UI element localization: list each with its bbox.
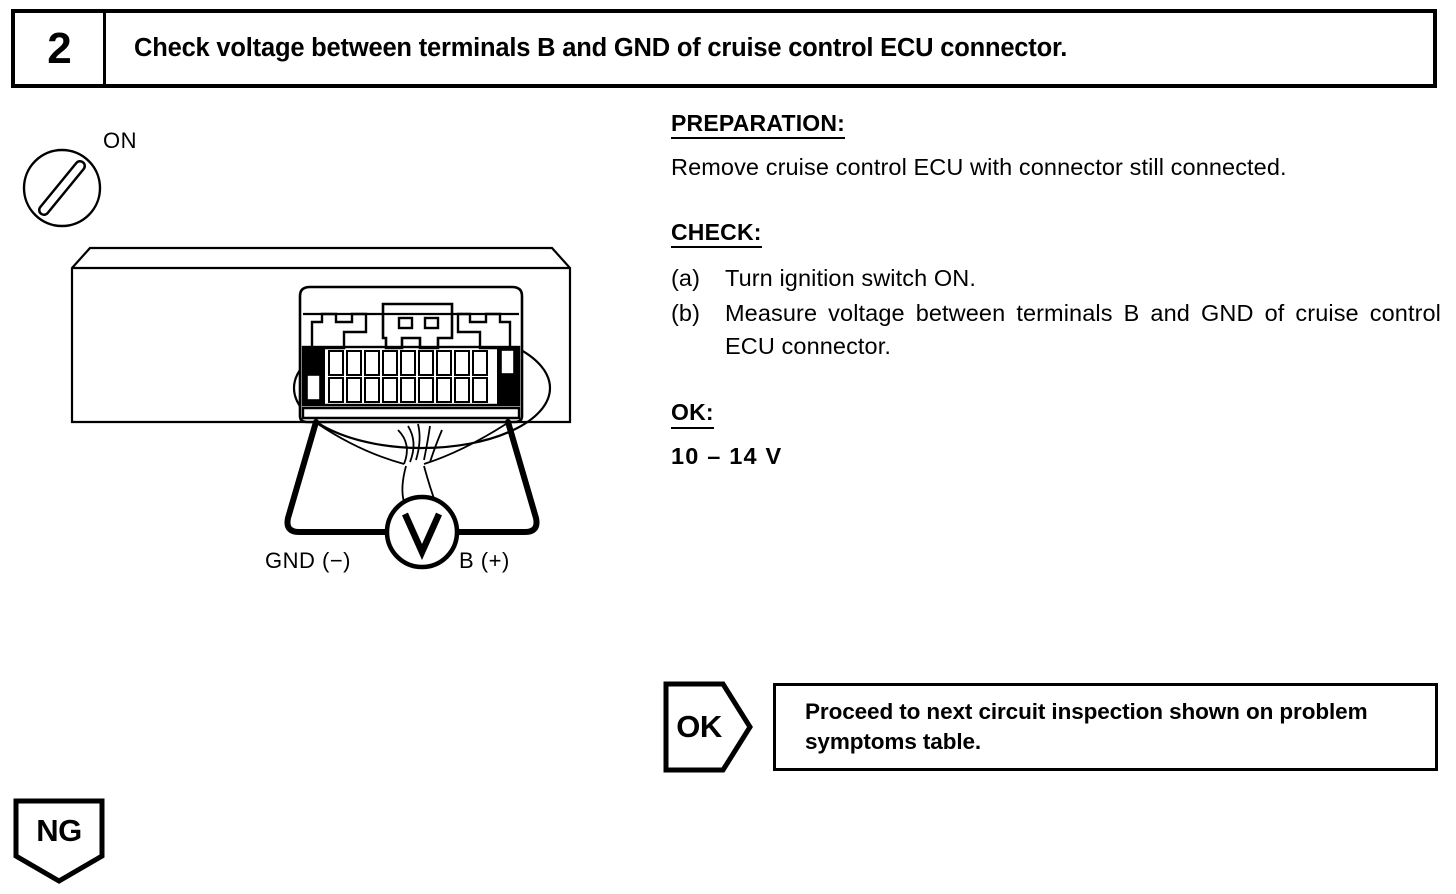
ng-badge-label: NG — [36, 813, 82, 848]
ecu-body-outline — [70, 246, 572, 424]
preparation-section: PREPARATION: Remove cruise control ECU w… — [671, 110, 1441, 185]
ng-badge[interactable]: NG — [13, 798, 105, 884]
test-leads — [284, 419, 540, 535]
ok-result-text: Proceed to next circuit inspection shown… — [805, 699, 1368, 754]
illustration-svg — [22, 148, 572, 570]
check-item-b-text: Measure voltage between terminals B and … — [725, 299, 1441, 359]
step-number: 2 — [47, 23, 72, 73]
ecu-connector-illustration: ON GND (−) B (+) — [0, 100, 660, 600]
ecu-connector — [298, 285, 524, 424]
positive-probe-label: B (+) — [459, 548, 510, 573]
voltmeter-symbol — [384, 494, 460, 570]
ok-spec-section: OK: 10 – 14 V — [671, 399, 1441, 469]
negative-probe-label: GND (−) — [265, 548, 351, 573]
preparation-heading: PREPARATION: — [671, 110, 846, 140]
preparation-heading-wrap: PREPARATION: — [671, 110, 1441, 140]
ignition-switch-state-label: ON — [103, 128, 137, 153]
check-heading-wrap: CHECK: — [671, 219, 1441, 249]
ok-spec-value: 10 – 14 V — [671, 442, 783, 469]
check-item-b-marker: (b) — [671, 299, 701, 326]
check-item-a: (a) Turn ignition switch ON. — [671, 262, 1441, 295]
ok-badge-label: OK — [676, 709, 722, 744]
ok-spec-heading-wrap: OK: — [671, 399, 1441, 429]
ok-badge[interactable]: OK — [663, 681, 753, 773]
step-header-box: 2 Check voltage between terminals B and … — [11, 9, 1437, 88]
step-number-cell: 2 — [15, 13, 106, 84]
check-item-b: (b) Measure voltage between terminals B … — [671, 297, 1441, 364]
step-title: Check voltage between terminals B and GN… — [134, 34, 1068, 63]
step-title-cell: Check voltage between terminals B and GN… — [106, 13, 1433, 84]
preparation-text: Remove cruise control ECU with connector… — [671, 154, 1287, 181]
check-item-a-marker: (a) — [671, 265, 701, 292]
ok-result-textbox: Proceed to next circuit inspection shown… — [773, 683, 1438, 771]
instruction-text-column: PREPARATION: Remove cruise control ECU w… — [671, 110, 1441, 470]
ok-badge-shape — [663, 681, 753, 773]
ok-result-banner: OK Proceed to next circuit inspection sh… — [663, 681, 1438, 773]
ng-badge-shape — [13, 798, 105, 884]
check-item-a-text: Turn ignition switch ON. — [725, 265, 976, 292]
check-section: CHECK: (a) Turn ignition switch ON. (b) … — [671, 219, 1441, 364]
ok-spec-heading: OK: — [671, 399, 714, 429]
check-heading: CHECK: — [671, 219, 762, 249]
ignition-switch-icon — [22, 148, 102, 228]
